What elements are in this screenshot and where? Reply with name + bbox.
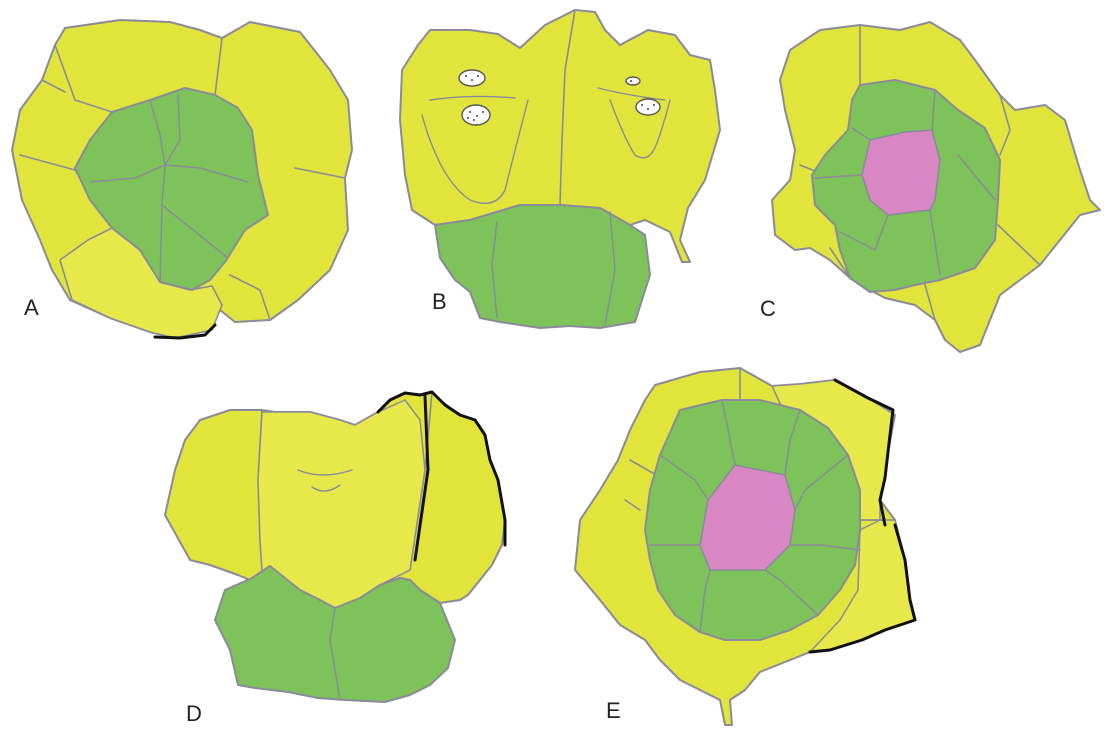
panel-d (165, 392, 505, 702)
panel-b-pit (636, 99, 660, 115)
panel-b-pit (459, 70, 485, 86)
panel-e (575, 368, 915, 725)
panel-label-b: B (432, 291, 447, 313)
panel-b-pit (626, 77, 640, 85)
panel-b (400, 10, 720, 328)
panel-label-d: D (186, 703, 202, 725)
panel-label-a: A (24, 297, 39, 319)
panel-b-inner-block (435, 205, 650, 328)
panel-a (12, 20, 352, 338)
panel-c-central-cell (862, 130, 940, 215)
panel-label-c: C (760, 298, 776, 320)
panel-b-pit (462, 105, 490, 125)
panel-label-e: E (606, 700, 621, 722)
panel-c (772, 22, 1100, 352)
